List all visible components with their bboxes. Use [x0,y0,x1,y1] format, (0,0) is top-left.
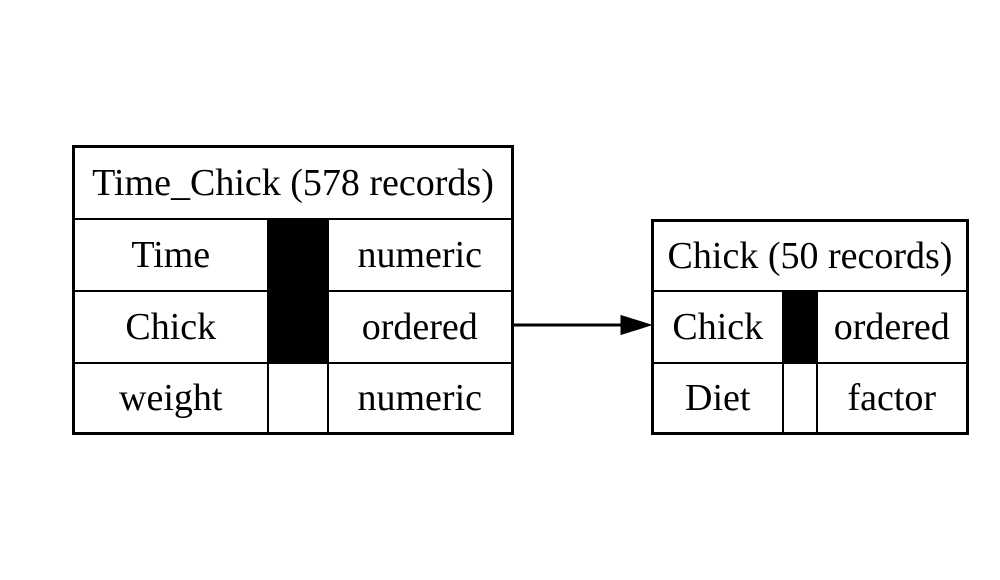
key-indicator-empty [266,361,329,435]
column-type-chick: ordered [815,289,969,364]
column-name-chick: Chick [72,289,269,364]
column-type-weight: numeric [326,361,514,435]
relation-arrow-icon [511,314,653,336]
key-indicator-filled [781,289,818,364]
column-type-chick: ordered [326,289,514,364]
column-type-time: numeric [326,217,514,292]
column-name-time: Time [72,217,269,292]
entity-table-chick: Chick (50 records) Chick ordered Diet fa… [651,219,970,435]
column-name-diet: Diet [651,361,784,435]
column-name-chick: Chick [651,289,784,364]
entity-title-chick: Chick (50 records) [651,219,969,292]
key-indicator-filled [266,289,329,364]
entity-table-time-chick: Time_Chick (578 records) Time numeric Ch… [72,145,514,435]
column-type-diet: factor [815,361,969,435]
column-name-weight: weight [72,361,269,435]
entity-title-time-chick: Time_Chick (578 records) [72,145,514,220]
key-indicator-filled [266,217,329,292]
key-indicator-empty [781,361,818,435]
